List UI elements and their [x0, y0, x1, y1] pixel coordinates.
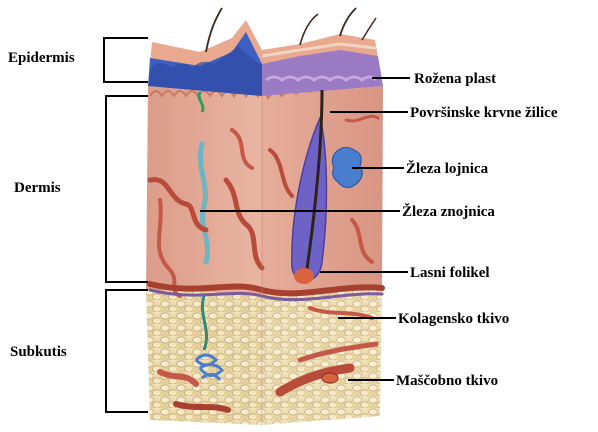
zleza-lojnica-label: Žleza lojnica: [406, 160, 489, 177]
left-brackets: [104, 38, 148, 412]
rozena-plast-label: Rožena plast: [414, 71, 496, 87]
dermis-label: Dermis: [14, 180, 61, 196]
skin-block-illustration: [146, 8, 383, 425]
povrsinske-krvne-zilice-label: Površinske krvne žilice: [410, 105, 558, 121]
vessel-section: [322, 373, 338, 383]
zleza-znojnica-label: Žleza znojnica: [402, 203, 495, 220]
hair-4: [362, 18, 376, 40]
hair-bulb: [294, 268, 314, 284]
epidermis-bracket: [104, 38, 148, 82]
hair-3: [340, 8, 356, 36]
kolagensko-tkivo-label: Kolagensko tkivo: [398, 311, 509, 327]
subkutis-bracket: [106, 290, 148, 412]
epidermis-label: Epidermis: [8, 50, 75, 66]
dermis-bracket: [106, 96, 148, 282]
lasni-folikel-label: Lasni folikel: [410, 265, 490, 281]
subkutis-label: Subkutis: [10, 344, 67, 360]
mascobno-tkivo-label: Maščobno tkivo: [396, 373, 498, 389]
